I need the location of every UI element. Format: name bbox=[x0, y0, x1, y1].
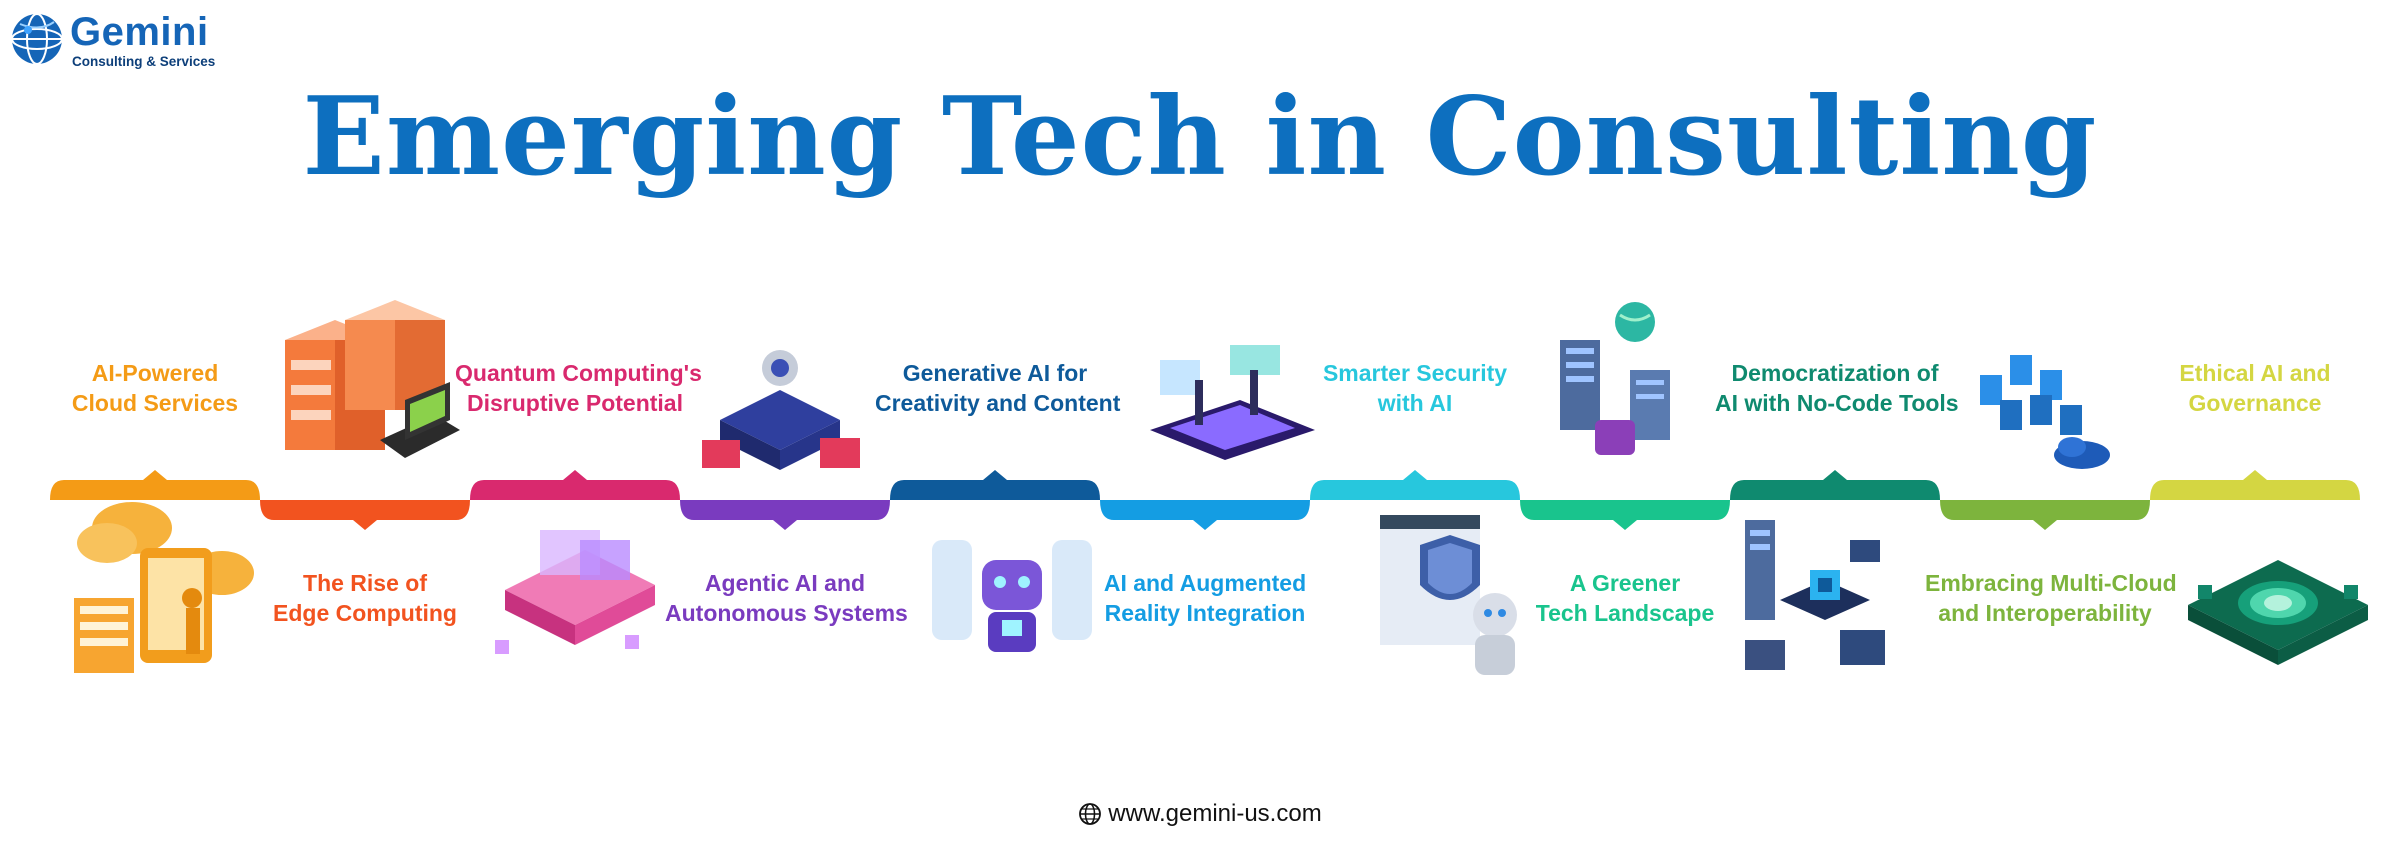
timeline-segment bbox=[50, 470, 260, 500]
globe-icon bbox=[1079, 803, 1102, 825]
agentic-ai-illustration bbox=[702, 350, 860, 470]
timeline-band bbox=[50, 470, 2360, 530]
timeline-segment bbox=[890, 470, 1100, 500]
brand-tagline: Consulting & Services bbox=[72, 54, 216, 69]
augmented-reality-illustration bbox=[1150, 345, 1315, 460]
timeline-segment bbox=[2150, 470, 2360, 500]
timeline-segment bbox=[680, 500, 890, 530]
green-tech-illustration bbox=[1560, 302, 1670, 455]
timeline-segment bbox=[1940, 500, 2150, 530]
timeline-segment bbox=[1730, 470, 1940, 500]
globe-logo-icon bbox=[11, 13, 63, 65]
website-url[interactable]: www.gemini-us.com bbox=[1108, 800, 1322, 827]
ethical-ai-illustration bbox=[2188, 560, 2368, 665]
brand-name: Gemini bbox=[70, 10, 209, 54]
brand-logo: Gemini Consulting & Services bbox=[10, 10, 240, 70]
generative-ai-illustration bbox=[932, 540, 1092, 652]
page-title: Emerging Tech in Consulting bbox=[302, 74, 2098, 200]
timeline-segment bbox=[1520, 500, 1730, 530]
multi-cloud-illustration bbox=[1980, 355, 2110, 469]
quantum-computing-illustration bbox=[495, 530, 655, 654]
timeline-segment bbox=[1100, 500, 1310, 530]
ai-security-illustration bbox=[1380, 515, 1517, 675]
timeline-segment bbox=[470, 470, 680, 500]
timeline-segment bbox=[260, 500, 470, 530]
edge-computing-illustration bbox=[285, 300, 460, 458]
footer-website[interactable]: www.gemini-us.com bbox=[0, 800, 2400, 828]
no-code-ai-illustration bbox=[1745, 520, 1885, 670]
cloud-services-illustration bbox=[74, 502, 254, 673]
timeline-segment bbox=[1310, 470, 1520, 500]
